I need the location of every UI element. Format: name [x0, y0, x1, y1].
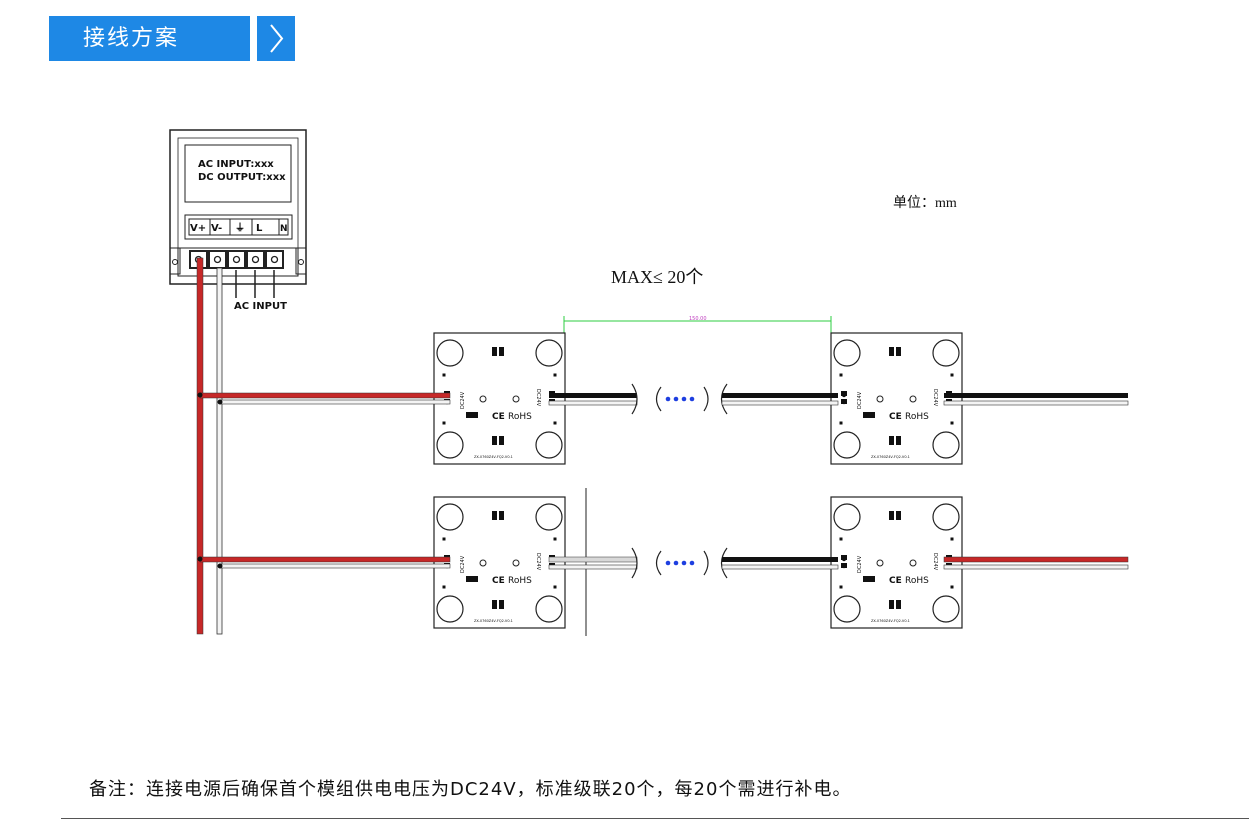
pcb-code: ZX-0760Z4V-FQ2-V0.1: [871, 619, 910, 623]
section-title: 接线方案: [49, 16, 250, 61]
rohs-mark: RoHS: [508, 412, 532, 422]
voltage-mark: DC24V: [535, 389, 541, 407]
chevron-right-icon: [257, 16, 295, 61]
terminal-v-plus: V+: [190, 223, 206, 234]
unit-label: 单位：mm: [893, 195, 957, 211]
wiring-diagram: AC INPUT:xxx DC OUTPUT:xxx V+ V- ⏚ L N A…: [169, 129, 1129, 636]
pcb-code: ZX-0760Z4V-FQ2-V0.1: [871, 455, 910, 459]
spacing-label: 150.00: [689, 316, 707, 322]
terminal-v-minus: V-: [211, 223, 222, 234]
ce-mark: CE: [889, 412, 902, 422]
voltage-mark: DC24V: [932, 389, 938, 407]
power-label-line1: AC INPUT:xxx: [198, 159, 274, 170]
row1-link-wires: [548, 383, 1129, 415]
pcb-code: ZX-0760Z4V-FQ2-V0.1: [474, 619, 513, 623]
row2-link-wires: [548, 488, 1129, 636]
voltage-mark: DC24V: [857, 391, 863, 409]
max-label: MAX≤ 20个: [611, 267, 703, 287]
ac-input-label: AC INPUT: [234, 301, 287, 312]
red-bus-wire: [196, 257, 204, 635]
voltage-mark: DC24V: [460, 391, 466, 409]
terminal-l: L: [256, 223, 263, 234]
voltage-mark: DC24V: [460, 555, 466, 573]
rohs-mark: RoHS: [905, 412, 929, 422]
rohs-mark: RoHS: [905, 576, 929, 586]
power-label-line2: DC OUTPUT:xxx: [198, 172, 286, 183]
footnote: 备注：连接电源后确保首个模组供电电压为DC24V，标准级联20个，每20个需进行…: [89, 779, 852, 800]
voltage-mark: DC24V: [535, 553, 541, 571]
spacing-dimension: 150.00: [563, 316, 832, 336]
divider: [61, 818, 1249, 819]
pcb-code: ZX-0760Z4V-FQ2-V0.1: [474, 455, 513, 459]
ce-mark: CE: [889, 576, 902, 586]
terminal-n: N: [280, 224, 288, 234]
terminal-ground-icon: ⏚: [235, 222, 245, 234]
white-bus-wire: [216, 267, 223, 635]
feed-wires: [197, 392, 451, 569]
power-supply: AC INPUT:xxx DC OUTPUT:xxx V+ V- ⏚ L N A…: [169, 129, 307, 312]
ce-mark: CE: [492, 412, 505, 422]
ce-mark: CE: [492, 576, 505, 586]
rohs-mark: RoHS: [508, 576, 532, 586]
voltage-mark: DC24V: [857, 555, 863, 573]
ellipsis-dots: [665, 396, 695, 566]
voltage-mark: DC24V: [932, 553, 938, 571]
